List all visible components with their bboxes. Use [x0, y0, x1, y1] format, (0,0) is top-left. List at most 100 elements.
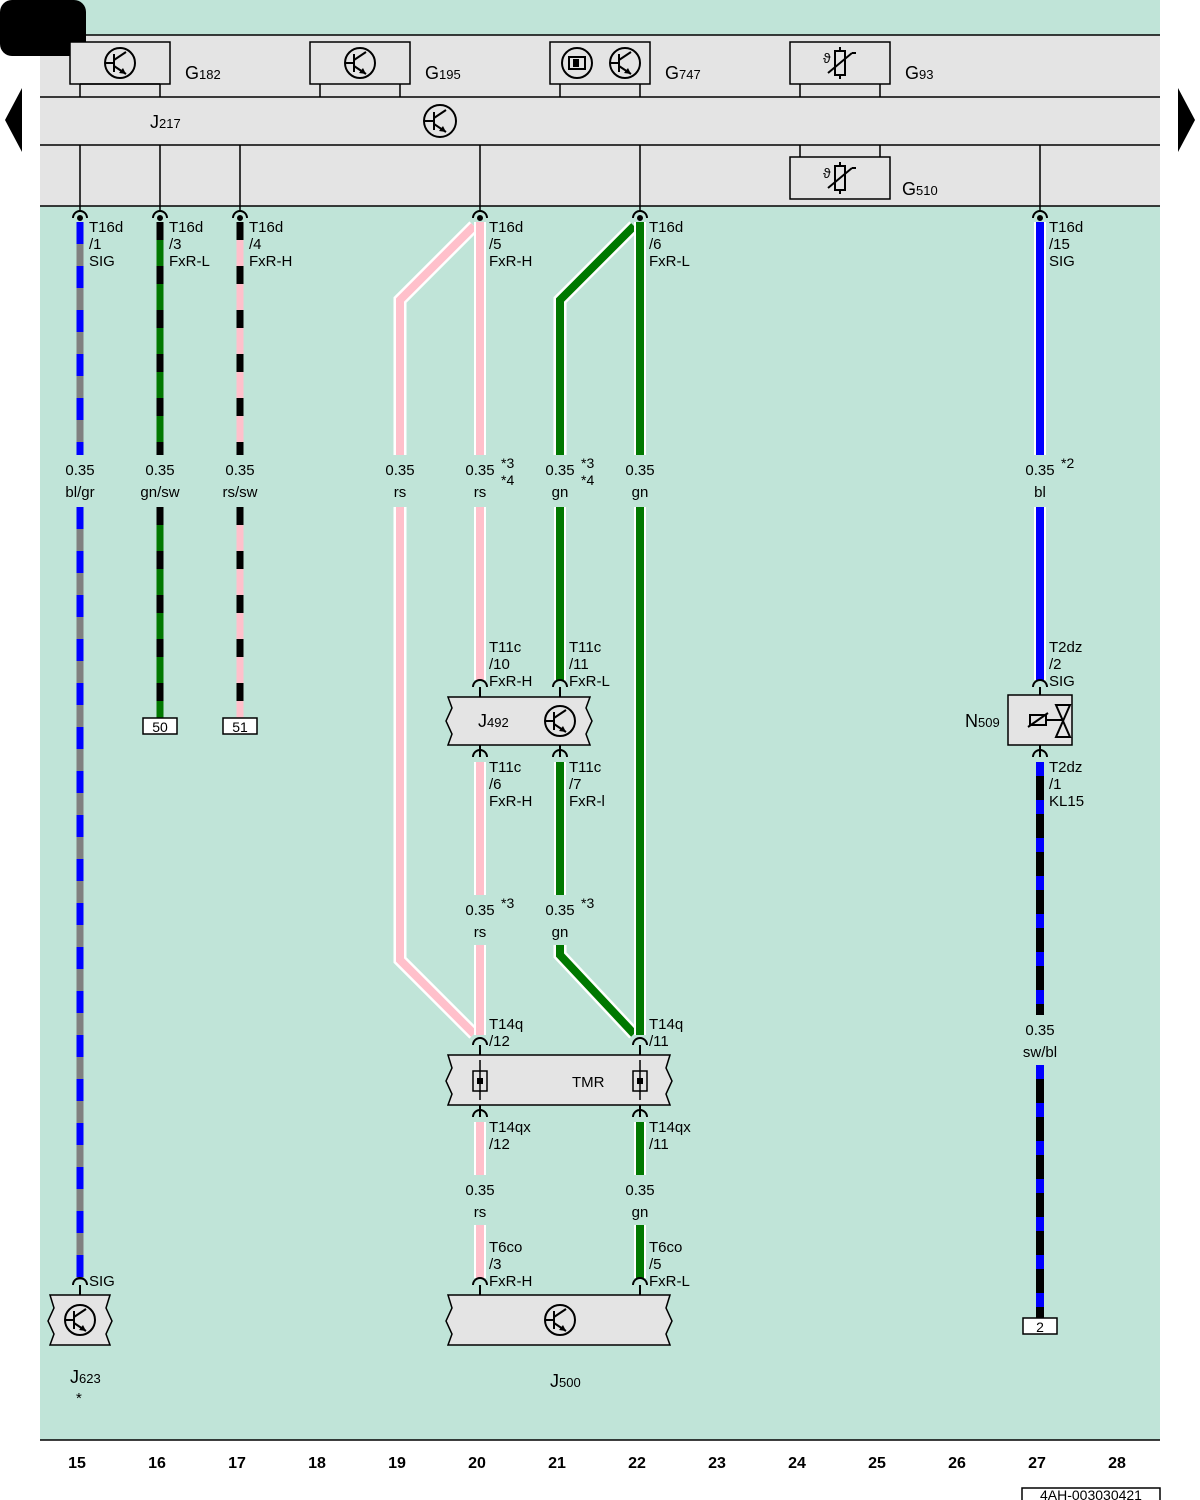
- svg-text:0.35: 0.35: [1025, 1022, 1054, 1039]
- column-number: 17: [228, 1455, 246, 1472]
- svg-text:/7: /7: [569, 776, 582, 793]
- transistor-icon: [104, 47, 136, 79]
- svg-text:T16d: T16d: [249, 219, 283, 236]
- svg-text:FxR-H: FxR-H: [489, 253, 532, 270]
- svg-text:T6co: T6co: [489, 1239, 522, 1256]
- svg-text:gn: gn: [552, 484, 569, 501]
- svg-text:FxR-H: FxR-H: [489, 793, 532, 810]
- svg-text:T16d: T16d: [649, 219, 683, 236]
- column-number: 28: [1108, 1455, 1126, 1472]
- j492-module: J492: [445, 696, 593, 746]
- svg-text:FxR-L: FxR-L: [569, 673, 610, 690]
- g747-label: G: [665, 63, 679, 83]
- svg-text:4AH-003030421: 4AH-003030421: [1040, 1487, 1142, 1500]
- reference-51[interactable]: 51: [222, 717, 258, 735]
- wire-label-19: 0.35 rs: [385, 462, 414, 501]
- prev-page-arrow-icon[interactable]: [5, 88, 22, 152]
- svg-text:0.35: 0.35: [1025, 462, 1054, 479]
- svg-text:rs: rs: [474, 924, 487, 941]
- chip-icon: [561, 47, 593, 79]
- connector-c17-top: T16d /4 FxR-H: [249, 219, 292, 270]
- column-number: 16: [148, 1455, 166, 1472]
- svg-text:/3: /3: [489, 1256, 502, 1273]
- g182-label: G: [185, 63, 199, 83]
- connector-c20-top: T16d /5 FxR-H: [489, 219, 532, 270]
- svg-text:0.35: 0.35: [465, 1182, 494, 1199]
- connector-c22-top: T16d /6 FxR-L: [649, 219, 690, 270]
- column-number: 20: [468, 1455, 486, 1472]
- wire-label-22a: 0.35 gn: [625, 462, 654, 501]
- svg-text:FxR-H: FxR-H: [489, 1273, 532, 1290]
- n509-label: N: [965, 711, 978, 731]
- svg-text:/5: /5: [489, 236, 502, 253]
- svg-text:J217: J217: [150, 112, 181, 132]
- svg-text:T11c: T11c: [489, 639, 522, 656]
- svg-text:0.35: 0.35: [65, 462, 94, 479]
- wire-label-27b: 0.35 sw/bl: [1023, 1022, 1057, 1061]
- g182-sensor: G182: [69, 41, 221, 97]
- band-j217: [40, 97, 1160, 145]
- svg-text:gn: gn: [552, 924, 569, 941]
- svg-text:*4: *4: [501, 472, 514, 488]
- svg-text:SIG: SIG: [1049, 673, 1075, 690]
- transistor-icon: [344, 47, 376, 79]
- svg-text:T16d: T16d: [489, 219, 523, 236]
- connector-pins: [72, 210, 1048, 1295]
- svg-text:T16d: T16d: [1049, 219, 1083, 236]
- svg-text:T14q: T14q: [489, 1016, 523, 1033]
- transistor-icon: [609, 47, 641, 79]
- wire-19-bypass: [393, 221, 479, 1039]
- svg-text:/15: /15: [1049, 236, 1070, 253]
- g93-label: G: [905, 63, 919, 83]
- svg-text:*2: *2: [1061, 455, 1074, 471]
- next-page-arrow-icon[interactable]: [1178, 88, 1195, 152]
- g93-sensor: ϑ G93: [789, 41, 933, 97]
- j492-label: J: [478, 711, 487, 731]
- svg-text:ϑ: ϑ: [823, 50, 831, 66]
- corner-tab: [0, 0, 86, 56]
- svg-text:/11: /11: [649, 1033, 669, 1050]
- document-id: 4AH-003030421: [1021, 1487, 1161, 1500]
- svg-text:rs: rs: [474, 484, 487, 501]
- g195-sensor: G195: [309, 41, 461, 97]
- svg-text:SIG: SIG: [89, 253, 115, 270]
- svg-text:T14qx: T14qx: [649, 1119, 691, 1136]
- svg-text:SIG: SIG: [1049, 253, 1075, 270]
- column-number: 23: [708, 1455, 726, 1472]
- wire-label-20a: 0.35 rs *3 *4: [465, 455, 514, 501]
- column-number: 15: [68, 1455, 86, 1472]
- wire-label-21a: 0.35 gn *3 *4: [545, 455, 594, 501]
- g747-sensor: G747: [549, 41, 701, 97]
- svg-text:N509: N509: [965, 711, 1000, 731]
- svg-text:T14qx: T14qx: [489, 1119, 531, 1136]
- svg-text:J500: J500: [550, 1371, 581, 1391]
- svg-text:/11: /11: [569, 656, 589, 673]
- svg-text:/3: /3: [169, 236, 182, 253]
- wire-label-20c: 0.35 rs: [465, 1182, 494, 1221]
- svg-text:/4: /4: [249, 236, 262, 253]
- svg-text:T16d: T16d: [169, 219, 203, 236]
- column-number: 19: [388, 1455, 406, 1472]
- connector-n509-in: T2dz /2 SIG: [1049, 639, 1082, 690]
- connector-j492-out-h: T11c /6 FxR-H: [489, 759, 532, 810]
- svg-text:bl: bl: [1034, 484, 1046, 501]
- svg-text:0.35: 0.35: [465, 462, 494, 479]
- transistor-icon: [64, 1304, 96, 1336]
- reference-2[interactable]: 2: [1022, 1317, 1058, 1335]
- svg-text:gn: gn: [632, 1204, 649, 1221]
- reference-50[interactable]: 50: [142, 717, 178, 735]
- svg-text:gn/sw: gn/sw: [140, 484, 179, 501]
- g510-label: G: [902, 179, 916, 199]
- svg-text:gn: gn: [632, 484, 649, 501]
- svg-text:G195: G195: [425, 63, 461, 83]
- svg-text:*4: *4: [581, 472, 594, 488]
- svg-text:51: 51: [232, 719, 248, 735]
- column-number: 22: [628, 1455, 646, 1472]
- connector-c27-top: T16d /15 SIG: [1049, 219, 1083, 270]
- connector-j500-h: T6co /3 FxR-H: [489, 1239, 532, 1290]
- connector-j492-out-l: T11c /7 FxR-l: [569, 759, 605, 810]
- wire-21: [553, 221, 639, 1039]
- svg-text:/2: /2: [1049, 656, 1062, 673]
- svg-text:G182: G182: [185, 63, 221, 83]
